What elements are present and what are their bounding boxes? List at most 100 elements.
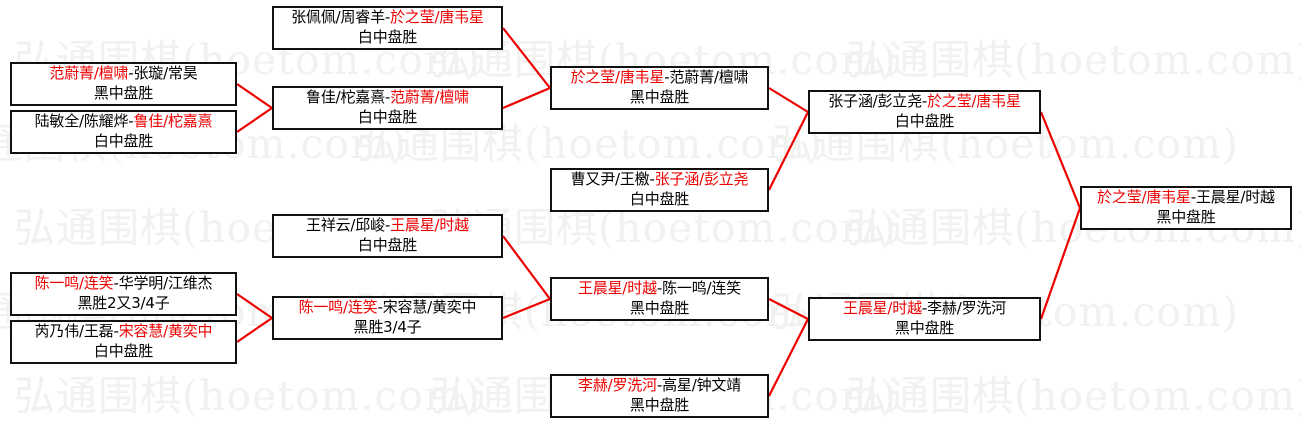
pairing-separator: - — [128, 64, 134, 83]
match-pairing: 范蔚菁/檀啸-张璇/常昊 — [18, 64, 229, 84]
match-pairing: 张子涵/彭立尧-於之莹/唐韦星 — [816, 92, 1033, 112]
connector-r3m1-to-final — [1039, 111, 1082, 209]
pairing-separator: - — [664, 68, 670, 87]
match-box-r1-m7[interactable]: 芮乃伟/王磊-宋容慧/黄奕中白中盘胜 — [10, 320, 237, 364]
match-winner: 王晨星/时越 — [390, 216, 469, 235]
match-loser: 鲁佳/柁嘉熹 — [306, 88, 385, 107]
match-loser: 华学明/江维杰 — [118, 274, 213, 293]
match-pairing: 芮乃伟/王磊-宋容慧/黄奕中 — [18, 322, 229, 342]
match-box-r1-m4[interactable]: 曹又尹/王檄-张子涵/彭立尧白中盘胜 — [550, 168, 769, 212]
match-loser: 张佩佩/周睿羊 — [291, 8, 385, 27]
match-winner: 於之莹/唐韦星 — [1097, 188, 1191, 207]
match-box-r1-m8[interactable]: 李赫/罗洗河-高星/钟文靖黑中盘胜 — [550, 374, 769, 418]
match-loser: 高星/钟文靖 — [662, 376, 741, 395]
connector-r3m2-to-final — [1039, 207, 1082, 320]
connector-r1m4-to-r3m1 — [768, 111, 809, 191]
match-winner: 陈一鸣/连笑 — [34, 274, 114, 293]
match-result: 黑胜2又3/4子 — [77, 294, 170, 312]
match-winner: 李赫/罗洗河 — [578, 376, 657, 395]
match-result: 白中盘胜 — [629, 190, 690, 208]
match-box-final[interactable]: 於之莹/唐韦星-王晨星/时越黑中盘胜 — [1080, 186, 1292, 230]
match-winner: 陈一鸣/连笑 — [298, 298, 378, 317]
match-result: 白中盘胜 — [93, 132, 154, 150]
connector-r2m3-to-r2m4 — [502, 297, 551, 320]
match-winner: 王晨星/时越 — [843, 299, 922, 318]
watermark-text: 弘通围棋(hoetom.com) — [846, 372, 1302, 420]
watermark-text: 弘通围棋(hoetom.com) — [14, 372, 481, 420]
connector-r1m2-to-r2m1 — [236, 107, 273, 133]
match-pairing: 於之莹/唐韦星-王晨星/时越 — [1088, 188, 1284, 208]
connector-r1m5-to-r2m4 — [502, 235, 551, 300]
connector-r1m7-to-r2m3 — [236, 317, 273, 343]
match-pairing: 鲁佳/柁嘉熹-范蔚菁/檀啸 — [280, 88, 495, 108]
match-winner: 王晨星/时越 — [578, 279, 657, 298]
match-box-r2-m4[interactable]: 王晨星/时越-陈一鸣/连笑黑中盘胜 — [550, 277, 769, 321]
match-pairing: 曹又尹/王檄-张子涵/彭立尧 — [558, 170, 761, 190]
match-box-r1-m5[interactable]: 王祥云/邱峻-王晨星/时越白中盘胜 — [272, 214, 503, 258]
match-loser: 芮乃伟/王磊 — [34, 322, 114, 341]
match-winner: 鲁佳/柁嘉熹 — [133, 112, 213, 131]
watermark-text: 弘通围棋(hoetom.com) — [846, 36, 1302, 84]
pairing-separator: - — [656, 376, 663, 395]
match-loser: 范蔚菁/檀啸 — [669, 68, 749, 87]
pairing-separator: - — [921, 92, 928, 111]
connector-r2m1-to-r2m2 — [502, 86, 551, 110]
match-result: 黑中盘胜 — [1156, 208, 1216, 226]
match-loser: 陆敏全/陈耀烨 — [34, 112, 129, 131]
match-loser: 曹又尹/王檄 — [570, 170, 650, 189]
connector-r1m3-to-r2m2 — [502, 27, 551, 89]
match-pairing: 王祥云/邱峻-王晨星/时越 — [280, 216, 495, 236]
pairing-separator: - — [384, 88, 391, 107]
match-box-r1-m3[interactable]: 张佩佩/周睿羊-於之莹/唐韦星白中盘胜 — [272, 6, 503, 50]
match-loser: 王晨星/时越 — [1196, 188, 1275, 207]
match-box-r2-m1[interactable]: 鲁佳/柁嘉熹-范蔚菁/檀啸白中盘胜 — [272, 86, 503, 130]
match-pairing: 张佩佩/周睿羊-於之莹/唐韦星 — [280, 8, 495, 28]
match-winner: 张子涵/彭立尧 — [654, 170, 749, 189]
connector-r1m1-to-r2m1 — [236, 83, 273, 109]
pairing-separator: - — [113, 274, 119, 293]
match-box-r3-m2[interactable]: 王晨星/时越-李赫/罗洗河黑中盘胜 — [808, 297, 1041, 341]
match-winner: 范蔚菁/檀啸 — [49, 64, 129, 83]
pairing-separator: - — [649, 170, 655, 189]
pairing-separator: - — [1190, 188, 1196, 207]
match-result: 黑中盘胜 — [629, 299, 690, 317]
match-pairing: 陆敏全/陈耀烨-鲁佳/柁嘉熹 — [18, 112, 229, 132]
match-box-r1-m1[interactable]: 范蔚菁/檀啸-张璇/常昊黑中盘胜 — [10, 62, 237, 106]
pairing-separator: - — [656, 279, 663, 298]
match-pairing: 陈一鸣/连笑-华学明/江维杰 — [18, 274, 229, 294]
match-winner: 范蔚菁/檀啸 — [390, 88, 469, 107]
match-result: 白中盘胜 — [894, 112, 955, 130]
match-winner: 於之莹/唐韦星 — [570, 68, 665, 87]
match-box-r2-m2[interactable]: 於之莹/唐韦星-范蔚菁/檀啸黑中盘胜 — [550, 66, 769, 110]
match-result: 白中盘胜 — [357, 236, 418, 254]
connector-r1m6-to-r2m3 — [236, 293, 273, 319]
match-loser: 王祥云/邱峻 — [306, 216, 385, 235]
match-pairing: 李赫/罗洗河-高星/钟文靖 — [558, 376, 761, 396]
match-result: 白中盘胜 — [357, 108, 418, 126]
match-box-r1-m6[interactable]: 陈一鸣/连笑-华学明/江维杰黑胜2又3/4子 — [10, 272, 237, 316]
match-result: 白中盘胜 — [357, 28, 418, 46]
match-box-r3-m1[interactable]: 张子涵/彭立尧-於之莹/唐韦星白中盘胜 — [808, 90, 1041, 134]
match-loser: 陈一鸣/连笑 — [662, 279, 741, 298]
pairing-separator: - — [384, 8, 391, 27]
pairing-separator: - — [113, 322, 119, 341]
match-box-r1-m2[interactable]: 陆敏全/陈耀烨-鲁佳/柁嘉熹白中盘胜 — [10, 110, 237, 154]
match-loser: 张子涵/彭立尧 — [828, 92, 922, 111]
match-result: 白中盘胜 — [93, 342, 154, 360]
connector-r2m2-to-r3m1 — [768, 87, 809, 113]
match-pairing: 王晨星/时越-陈一鸣/连笑 — [558, 279, 761, 299]
pairing-separator: - — [377, 298, 383, 317]
match-loser: 李赫/罗洗河 — [927, 299, 1006, 318]
pairing-separator: - — [921, 299, 928, 318]
match-result: 黑中盘胜 — [894, 319, 955, 337]
match-winner: 於之莹/唐韦星 — [390, 8, 484, 27]
match-winner: 宋容慧/黄奕中 — [118, 322, 213, 341]
match-loser: 宋容慧/黄奕中 — [382, 298, 477, 317]
pairing-separator: - — [128, 112, 134, 131]
match-pairing: 陈一鸣/连笑-宋容慧/黄奕中 — [280, 298, 495, 318]
match-result: 黑胜3/4子 — [353, 318, 422, 336]
match-result: 黑中盘胜 — [629, 396, 690, 414]
connector-r1m8-to-r3m2 — [768, 318, 809, 397]
match-box-r2-m3[interactable]: 陈一鸣/连笑-宋容慧/黄奕中黑胜3/4子 — [272, 296, 503, 340]
